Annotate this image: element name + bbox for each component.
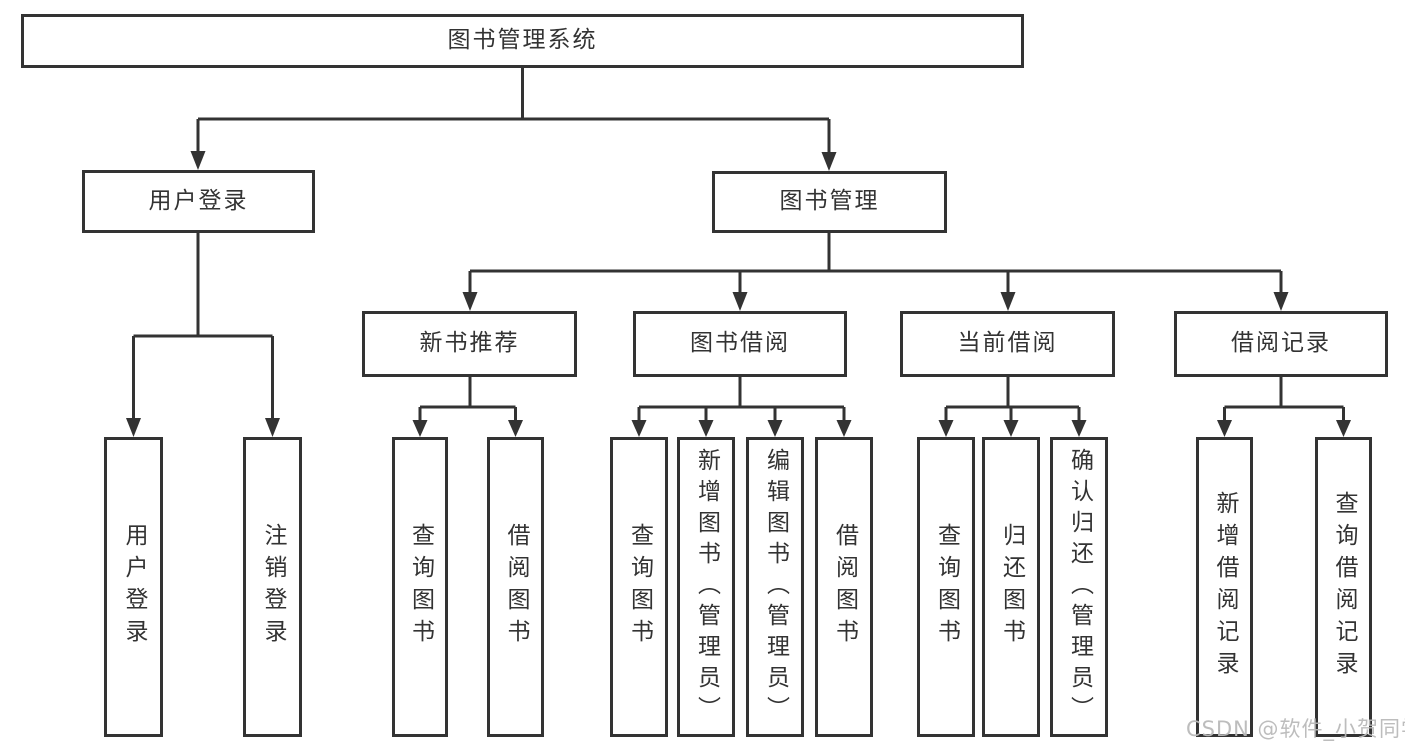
node-user-login-label: 用户登录	[148, 187, 249, 214]
leaf-user-login-label: 用户登录	[121, 523, 147, 651]
node-current-borrow: 当前借阅	[900, 311, 1115, 377]
leaf-logout-label: 注销登录	[260, 523, 286, 651]
node-root-system-label: 图书管理系统	[447, 27, 598, 54]
node-borrow-records: 借阅记录	[1174, 311, 1388, 377]
node-new-book-recommend: 新书推荐	[362, 311, 577, 377]
leaf-borrow-books-recommend: 借阅图书	[487, 437, 544, 737]
node-book-borrow-label: 图书借阅	[690, 330, 790, 357]
leaf-edit-books-admin-label: 编辑图书（管理员）	[762, 447, 789, 727]
csdn-watermark: CSDN @软件_小贺同学	[1186, 717, 1405, 741]
node-book-management-label: 图书管理	[779, 188, 880, 215]
leaf-query-books-current: 查询图书	[917, 437, 975, 737]
leaf-add-borrow-record: 新增借阅记录	[1196, 437, 1253, 737]
leaf-query-books-borrow-label: 查询图书	[626, 523, 653, 651]
leaf-query-borrow-record-label: 查询借阅记录	[1331, 491, 1357, 683]
leaf-confirm-return-admin-label: 确认归还（管理员）	[1066, 447, 1093, 727]
leaf-edit-books-admin: 编辑图书（管理员）	[746, 437, 804, 737]
leaf-add-borrow-record-label: 新增借阅记录	[1212, 491, 1238, 683]
leaf-logout: 注销登录	[243, 437, 302, 737]
leaf-return-books-label: 归还图书	[998, 523, 1025, 651]
leaf-add-books-admin-label: 新增图书（管理员）	[693, 447, 720, 727]
node-book-management: 图书管理	[712, 171, 947, 233]
node-new-book-recommend-label: 新书推荐	[419, 330, 520, 357]
leaf-borrow-books: 借阅图书	[815, 437, 873, 737]
node-borrow-records-label: 借阅记录	[1231, 330, 1331, 357]
leaf-query-borrow-record: 查询借阅记录	[1315, 437, 1372, 737]
node-book-borrow: 图书借阅	[633, 311, 847, 377]
leaf-query-books-borrow: 查询图书	[610, 437, 668, 737]
leaf-query-books-recommend: 查询图书	[392, 437, 448, 737]
node-current-borrow-label: 当前借阅	[957, 330, 1058, 357]
leaf-query-books-current-label: 查询图书	[933, 523, 960, 651]
leaf-user-login: 用户登录	[104, 437, 163, 737]
node-user-login: 用户登录	[82, 170, 315, 233]
leaf-return-books: 归还图书	[982, 437, 1040, 737]
leaf-query-books-recommend-label: 查询图书	[407, 523, 434, 651]
leaf-confirm-return-admin: 确认归还（管理员）	[1050, 437, 1108, 737]
leaf-add-books-admin: 新增图书（管理员）	[677, 437, 735, 737]
node-root-system: 图书管理系统	[21, 14, 1024, 68]
leaf-borrow-books-label: 借阅图书	[831, 523, 858, 651]
leaf-borrow-books-recommend-label: 借阅图书	[503, 523, 529, 651]
